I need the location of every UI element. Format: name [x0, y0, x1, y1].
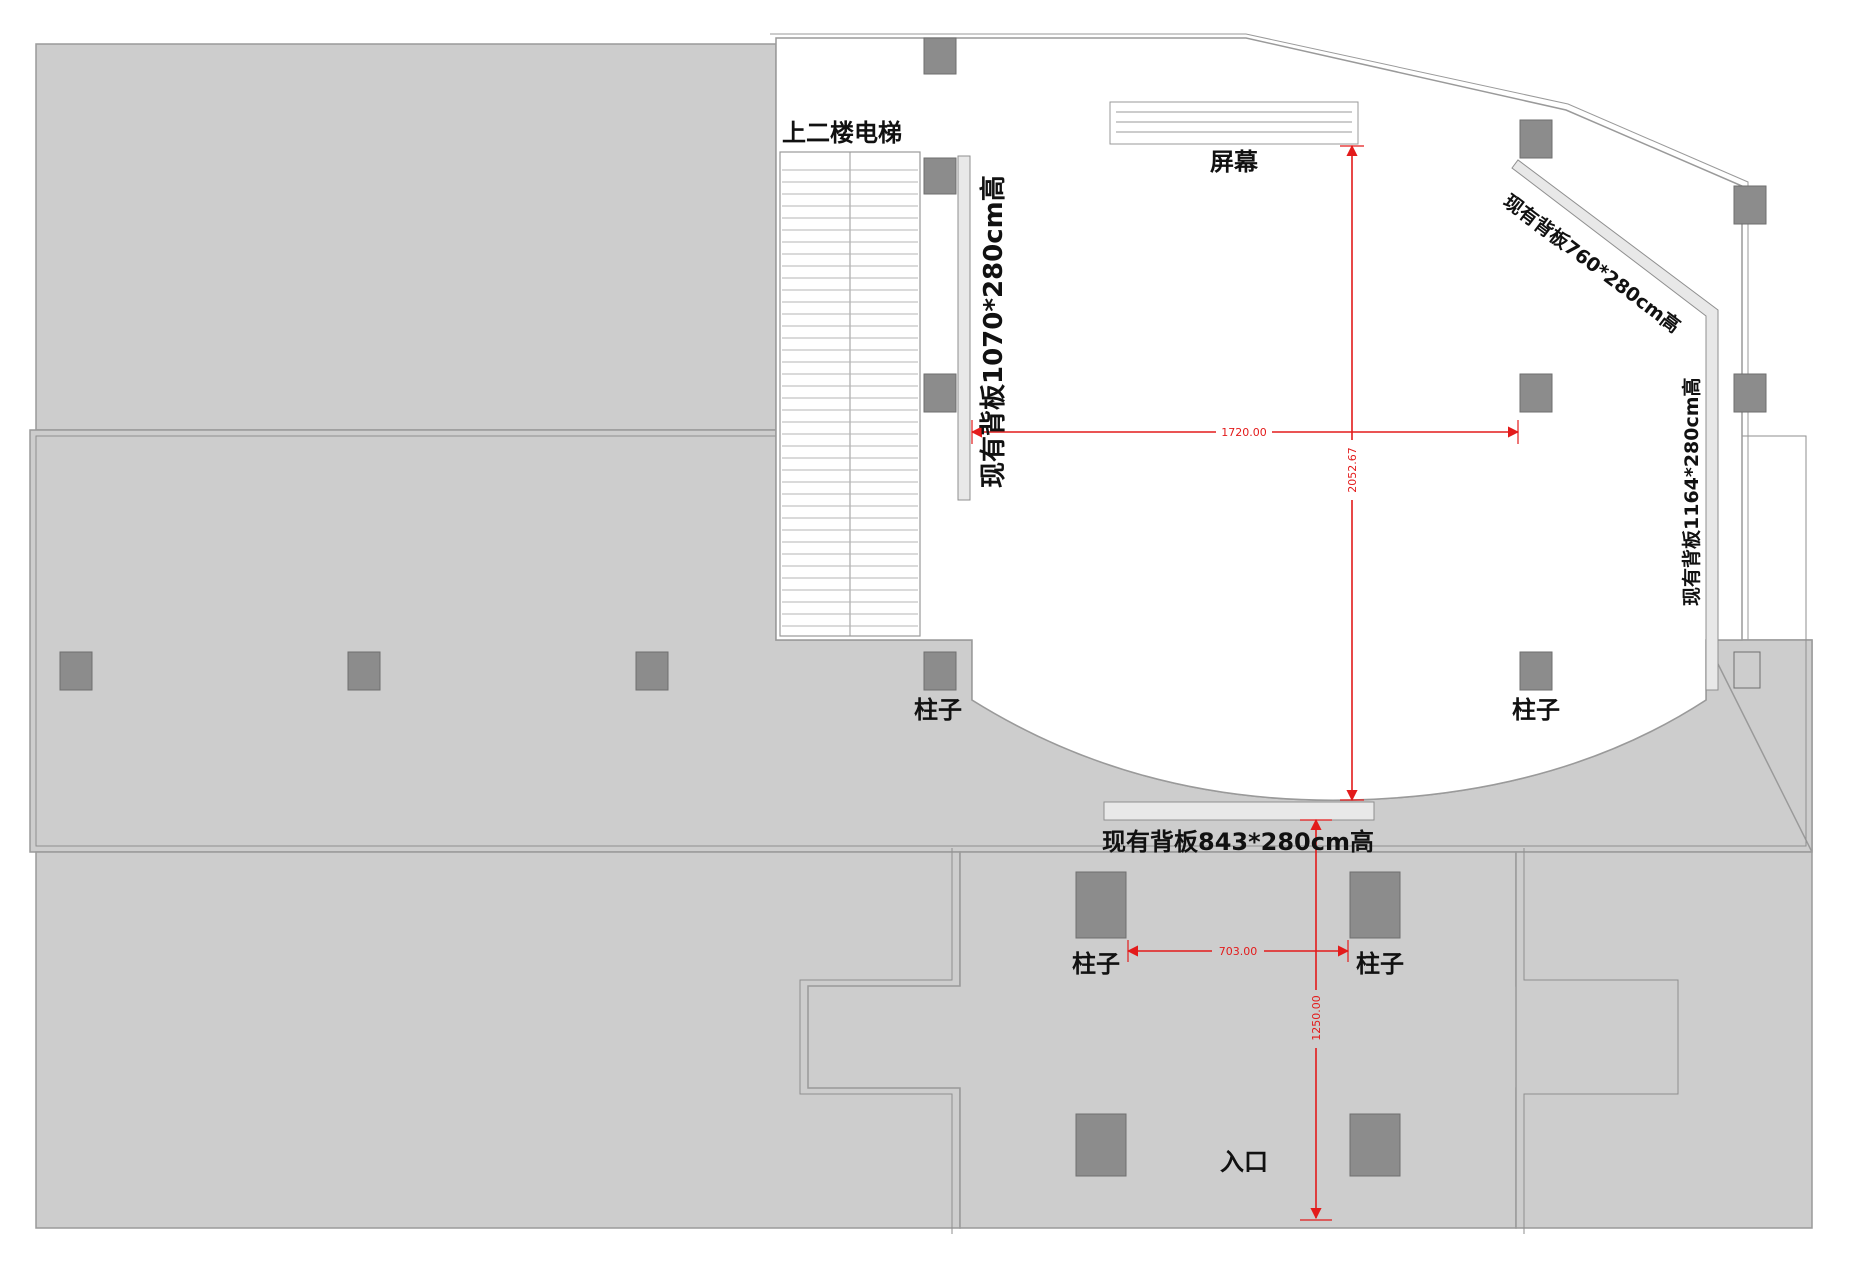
board-diag-shape — [1511, 159, 1719, 691]
dim-entrance-bg — [1309, 990, 1323, 1048]
pillar-label: 柱子 — [1356, 950, 1404, 978]
pillar — [923, 157, 957, 195]
pillar — [59, 651, 93, 691]
pillar — [635, 651, 669, 691]
pillar — [347, 651, 381, 691]
pillar — [1349, 1113, 1401, 1177]
pillar — [1733, 373, 1767, 413]
dim-entrance-text: 1250.00 — [1310, 995, 1323, 1041]
pillar — [1075, 1113, 1127, 1177]
dim-depth-bg — [1345, 440, 1359, 500]
floor-right-strip — [1515, 639, 1813, 1229]
screen-label: 屏幕 — [1210, 148, 1259, 176]
outline-entrance-right — [1523, 848, 1679, 1234]
screen — [1109, 101, 1359, 145]
pillar-label: 柱子 — [914, 696, 962, 724]
pillar — [1349, 871, 1401, 939]
board-left-shape — [957, 155, 971, 501]
pillar — [923, 373, 957, 413]
hall-wall — [770, 33, 1749, 640]
back-boards — [957, 155, 1719, 821]
pillar — [923, 37, 957, 75]
dim-depth-text: 2052.67 — [1346, 447, 1359, 493]
pillar — [923, 651, 957, 691]
board-right-label: 现有背板1164*280cm高 — [1680, 377, 1703, 606]
stair-steps — [782, 169, 918, 627]
dimension-ticks — [971, 145, 1519, 1221]
entrance-label: 入口 — [1220, 1148, 1268, 1176]
elevator-stair — [779, 151, 921, 637]
board-bottom-shape — [1103, 801, 1375, 821]
pillars — [59, 37, 1767, 1177]
dim-width-text: 1720.00 — [1221, 426, 1267, 439]
pillar-outline — [1733, 651, 1761, 689]
pillar-label: 柱子 — [1072, 950, 1120, 978]
outer-floor — [29, 43, 1813, 1229]
screen-outline — [1109, 101, 1359, 145]
floor-block-top-left — [35, 43, 777, 431]
elevator-label: 上二楼电梯 — [782, 119, 902, 147]
floor-block-bottom-left — [35, 851, 961, 1229]
pillar — [1733, 185, 1767, 225]
dim-span-bg — [1212, 944, 1264, 958]
pillar-label: 柱子 — [1512, 696, 1560, 724]
dim-span-text: 703.00 — [1219, 945, 1258, 958]
board-left-label: 现有背板1070*280cm高 — [978, 175, 1009, 488]
dim-width-bg — [1216, 425, 1272, 439]
pillar — [1519, 651, 1553, 691]
board-bottom-label: 现有背板843*280cm高 — [1102, 828, 1374, 856]
outline-entrance — [799, 848, 953, 1234]
pillar — [1519, 373, 1553, 413]
pillar — [1075, 871, 1127, 939]
pillar — [1519, 119, 1553, 159]
